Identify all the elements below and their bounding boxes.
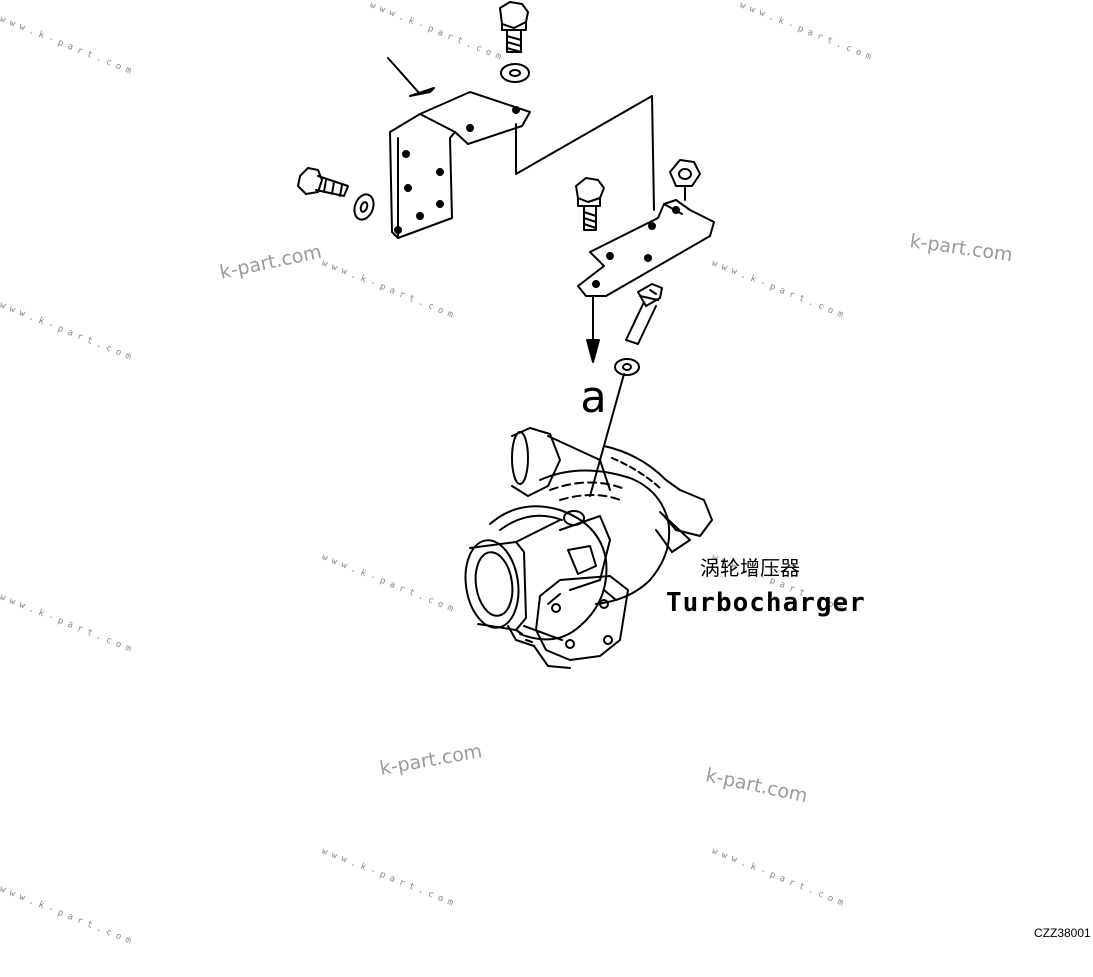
top-bolt	[499, 1, 529, 53]
lower-plate	[577, 199, 715, 297]
lower-washer	[614, 358, 640, 376]
leader-line	[387, 57, 435, 97]
mount-leader-line	[589, 373, 625, 497]
part-name-chinese: 涡轮增压器	[700, 556, 800, 580]
top-washer	[500, 63, 530, 83]
bracket	[389, 91, 531, 239]
reference-letter-a: a	[580, 372, 607, 423]
top-right-nut	[669, 159, 701, 201]
drawing-code: CZZ38001	[1034, 926, 1091, 940]
left-washer	[353, 193, 375, 221]
part-name-english: Turbocharger	[666, 588, 866, 618]
connector-line	[515, 95, 655, 211]
stud	[625, 283, 663, 345]
turbocharger-drawing	[464, 427, 713, 669]
left-bolt	[297, 167, 349, 197]
arrow-to-a	[586, 295, 600, 363]
middle-bolt	[575, 177, 605, 231]
